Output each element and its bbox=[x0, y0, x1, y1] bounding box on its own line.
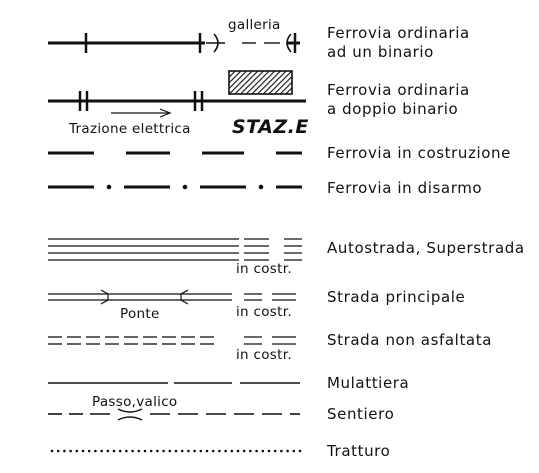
label-sentiero: Sentiero bbox=[327, 405, 394, 423]
label-strada-principale: Strada principale bbox=[327, 288, 465, 306]
symbol-autostrada bbox=[48, 238, 302, 261]
label-ferrovia-un-binario-2: ad un binario bbox=[327, 43, 434, 61]
symbol-ferrovia-doppio-binario bbox=[48, 91, 306, 118]
symbol-strada-non-asfaltata bbox=[48, 336, 296, 345]
symbol-sentiero bbox=[48, 408, 300, 421]
symbol-tratturo bbox=[50, 449, 302, 453]
symbol-strada-principale bbox=[48, 289, 296, 305]
symbol-ferrovia-un-binario bbox=[48, 33, 300, 53]
annotation-galleria: galleria bbox=[228, 17, 281, 33]
annotation-in-costr: in costr. bbox=[236, 347, 292, 363]
annotation-passo-valico: Passo,valico bbox=[92, 394, 177, 410]
label-ferrovia-costruzione: Ferrovia in costruzione bbox=[327, 144, 511, 162]
label-ferrovia-un-binario-1: Ferrovia ordinaria bbox=[327, 24, 470, 42]
label-ferrovia-disarmo: Ferrovia in disarmo bbox=[327, 179, 482, 197]
label-strada-non-asfaltata: Strada non asfaltata bbox=[327, 331, 492, 349]
label-ferrovia-doppio-binario-1: Ferrovia ordinaria bbox=[327, 81, 470, 99]
label-ferrovia-doppio-binario-2: a doppio binario bbox=[327, 100, 458, 118]
label-tratturo: Tratturo bbox=[326, 442, 390, 460]
annotation-in-costr: in costr. bbox=[236, 261, 292, 277]
label-autostrada: Autostrada, Superstrada bbox=[327, 239, 525, 257]
annotation-in-costr: in costr. bbox=[236, 304, 292, 320]
station-label: STAZ.E bbox=[232, 116, 309, 138]
label-mulattiera: Mulattiera bbox=[327, 374, 409, 392]
annotation-trazione-elettrica: Trazione elettrica bbox=[68, 121, 191, 137]
annotation-ponte: Ponte bbox=[120, 306, 160, 322]
station-hatched-icon bbox=[228, 70, 293, 95]
symbol-ferrovia-disarmo bbox=[48, 184, 302, 190]
